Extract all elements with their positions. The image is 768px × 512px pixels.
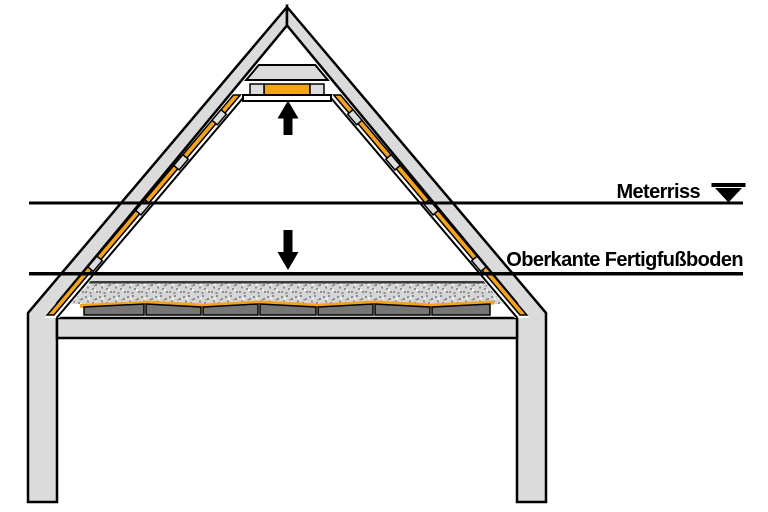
rafter-block bbox=[210, 108, 228, 126]
oberkante-label: Oberkante Fertigfußboden bbox=[506, 249, 743, 271]
collar-beam-assembly bbox=[242, 64, 332, 102]
up-arrow-icon bbox=[277, 100, 299, 135]
floorboard bbox=[145, 303, 202, 316]
floor-top-panel bbox=[44, 274, 530, 282]
collar-cladding-strip bbox=[242, 94, 332, 102]
collar-insulation bbox=[263, 83, 311, 96]
collar-block-right bbox=[309, 83, 325, 96]
rafter-blocks-left bbox=[86, 108, 228, 273]
cladding-line-left bbox=[55, 97, 244, 319]
floorboard bbox=[259, 303, 317, 316]
rafter-block bbox=[384, 153, 402, 171]
rafter-block bbox=[346, 108, 364, 126]
meterriss-reference-line bbox=[29, 201, 743, 205]
rafter-block bbox=[470, 255, 488, 273]
floorboard bbox=[83, 303, 145, 316]
floor-assembly bbox=[44, 274, 530, 316]
floorboard bbox=[202, 303, 259, 316]
rafter-block bbox=[86, 255, 104, 273]
floorboard bbox=[374, 303, 431, 316]
meterriss-label: Meterriss bbox=[616, 181, 700, 203]
floor-dark-board-layer bbox=[44, 281, 530, 284]
right-roof-slab-and-wall bbox=[285, 3, 548, 504]
roof-structure bbox=[26, 3, 548, 504]
floorboard bbox=[431, 303, 491, 316]
down-arrow-icon bbox=[277, 230, 299, 270]
collar-beam bbox=[244, 64, 330, 81]
cladding-line-right bbox=[330, 97, 519, 319]
floorboard bbox=[317, 303, 374, 316]
leveling-fill-layer bbox=[44, 283, 530, 304]
left-roof-layers bbox=[44, 60, 278, 319]
ceiling-slab bbox=[55, 316, 519, 340]
membrane-layer bbox=[79, 300, 495, 308]
benchmark-icon bbox=[711, 183, 746, 203]
right-roof-layers bbox=[296, 60, 530, 319]
rafter-block bbox=[172, 153, 190, 171]
old-floorboards bbox=[83, 303, 491, 316]
collar-block-left bbox=[249, 83, 265, 96]
oberkante-reference-line bbox=[29, 272, 743, 276]
rafter-blocks-right bbox=[346, 108, 488, 273]
